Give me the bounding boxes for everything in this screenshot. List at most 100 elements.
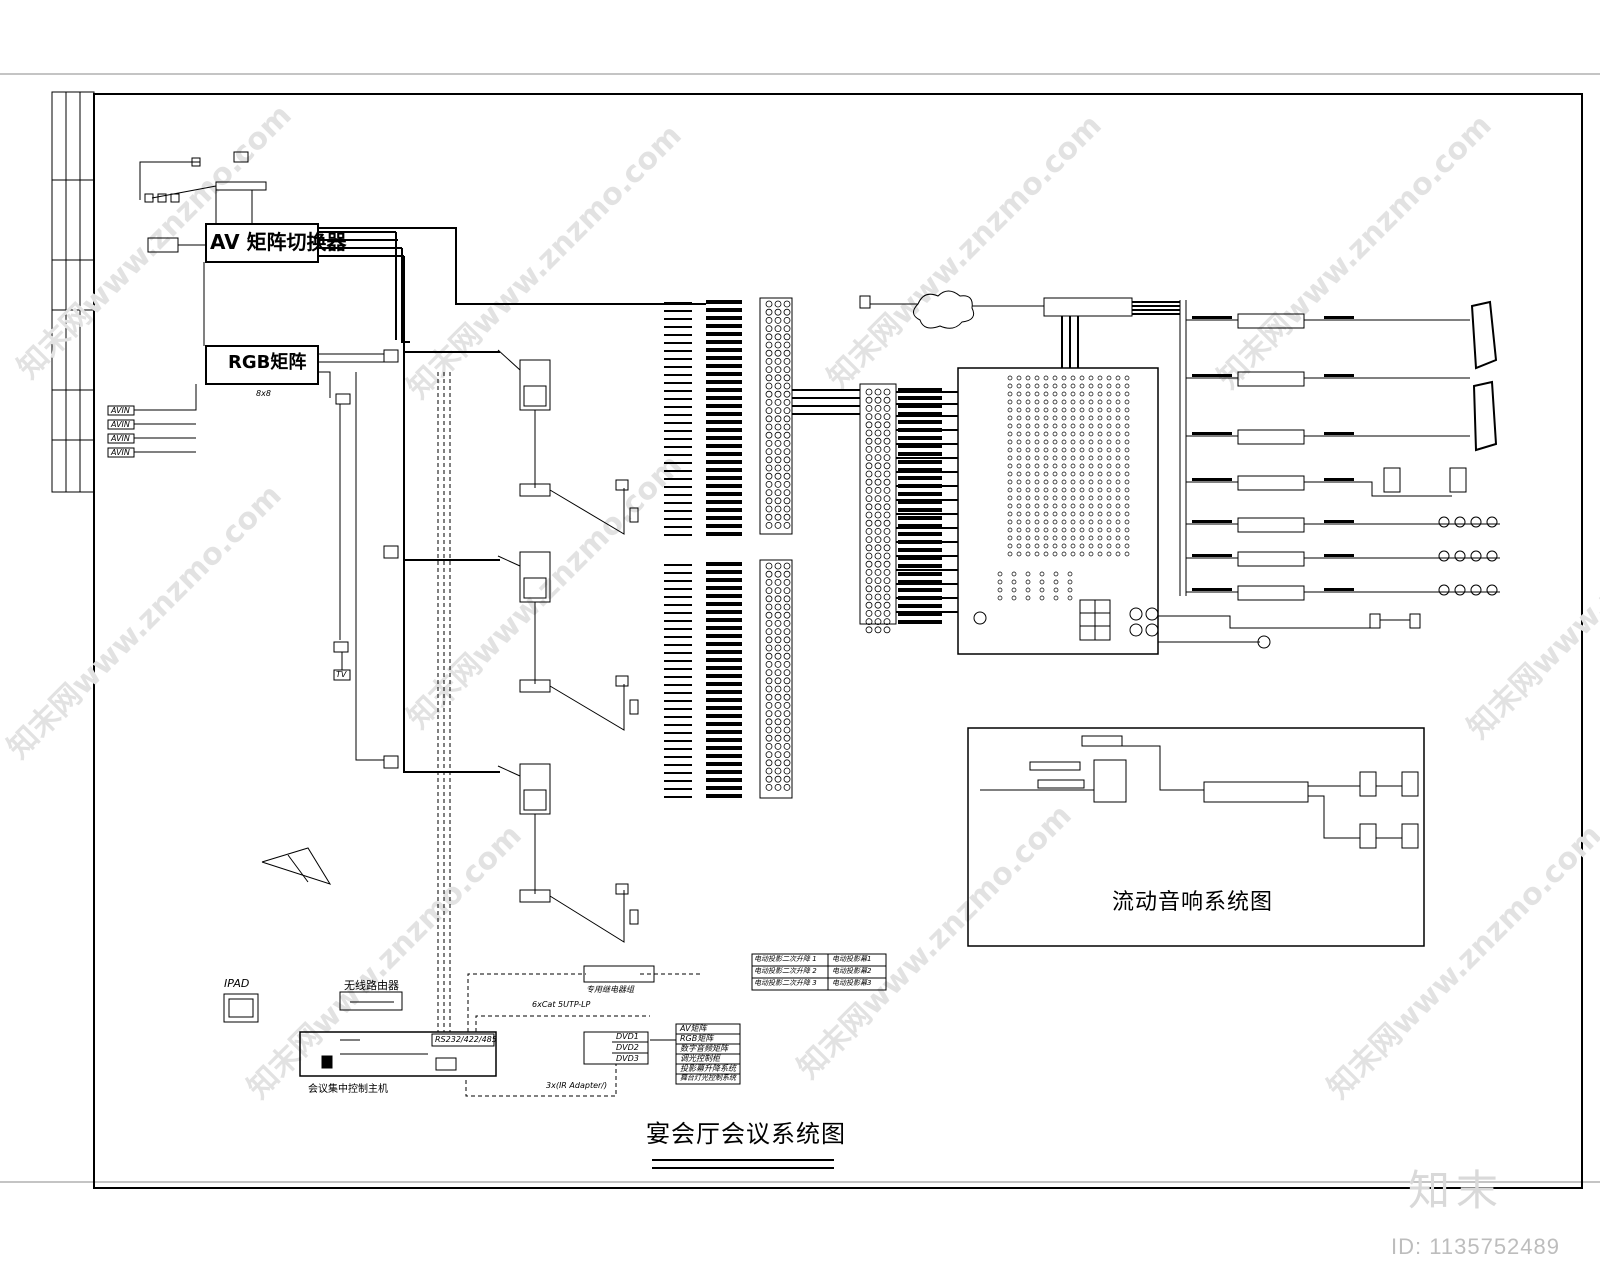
console-knob <box>1025 447 1031 453</box>
console-knob <box>1016 519 1022 525</box>
console-knob <box>1061 551 1067 557</box>
amp-label-bar <box>1192 432 1232 435</box>
console-knob <box>1016 375 1022 381</box>
console-knob <box>1061 455 1067 461</box>
console-knob <box>1070 511 1076 517</box>
console-knob <box>1070 471 1076 477</box>
console-knob <box>1043 463 1049 469</box>
input-label-bar <box>706 570 742 574</box>
patch-jack <box>883 552 891 560</box>
patch-jack <box>765 325 773 333</box>
console-knob <box>1016 439 1022 445</box>
patch-jack <box>765 308 773 316</box>
console-knob <box>1115 447 1121 453</box>
patch-jack <box>883 560 891 568</box>
patch-jack <box>783 767 791 775</box>
console-knob <box>1016 479 1022 485</box>
input-label-bar <box>706 626 742 630</box>
patch-jack <box>865 593 873 601</box>
console-knob <box>1016 431 1022 437</box>
output-label-bar <box>898 404 942 408</box>
input-label-bar <box>664 780 692 782</box>
console-knob <box>1106 479 1112 485</box>
console-knob <box>1070 447 1076 453</box>
console-knob <box>1034 391 1040 397</box>
console-knob <box>1115 551 1121 557</box>
console-knob <box>1052 455 1058 461</box>
console-knob <box>1061 543 1067 549</box>
patch-jack <box>765 784 773 791</box>
input-label-bar <box>706 428 742 432</box>
patch-jack <box>774 579 782 586</box>
console-knob <box>1052 383 1058 389</box>
patch-jack <box>883 413 891 421</box>
console-knob <box>1124 439 1130 445</box>
console-knob <box>1106 463 1112 469</box>
console-knob <box>1106 495 1112 501</box>
console-knob <box>1016 391 1022 397</box>
console-knob <box>1061 423 1067 429</box>
console-knob <box>1124 455 1130 461</box>
relay-label: 专用继电器组 <box>586 985 634 994</box>
patch-jack <box>783 562 791 570</box>
screen-table-cell: 电动投影二次升降 2 <box>754 967 817 975</box>
console-knob <box>1052 511 1058 517</box>
screen-table-cell: 电动投影幕2 <box>832 967 872 975</box>
patch-jack <box>883 388 891 396</box>
console-knob <box>1052 527 1058 533</box>
input-label-bar <box>706 364 742 368</box>
input-label-bar <box>664 326 692 328</box>
console-knob <box>1007 463 1013 469</box>
console-knob <box>1106 407 1112 413</box>
patch-jack <box>783 489 791 497</box>
input-label-bar <box>664 518 692 520</box>
console-knob <box>1067 595 1073 601</box>
svg-text:知末网www.znzmo.com: 知末网www.znzmo.com <box>241 818 529 1106</box>
input-label-bar <box>664 772 692 774</box>
console-knob <box>1007 487 1013 493</box>
console-knob <box>1115 463 1121 469</box>
patch-jack <box>783 390 791 398</box>
console-knob <box>997 587 1003 593</box>
console-knob <box>1088 479 1094 485</box>
input-label-bar <box>664 748 692 750</box>
console-knob <box>1025 543 1031 549</box>
svg-text:知末网www.znzmo.com: 知末网www.znzmo.com <box>1 478 289 766</box>
console-knob <box>1016 487 1022 493</box>
console-knob <box>1088 511 1094 517</box>
console-knob <box>1011 571 1017 577</box>
console-knob <box>1124 519 1130 525</box>
console-knob <box>1124 543 1130 549</box>
console-knob <box>1007 455 1013 461</box>
console-knob <box>1025 519 1031 525</box>
console-knob <box>1070 551 1076 557</box>
console-knob <box>1061 511 1067 517</box>
input-label-bar <box>664 510 692 512</box>
console-knob <box>1079 431 1085 437</box>
patch-jack <box>765 316 773 324</box>
console-knob <box>1025 471 1031 477</box>
patch-jack <box>765 513 773 521</box>
patch-jack <box>774 341 782 349</box>
patch-jack <box>783 448 791 456</box>
output-label-bar <box>898 564 942 568</box>
patch-jack <box>765 743 773 750</box>
patch-jack <box>765 300 773 308</box>
patch-jack <box>774 751 782 758</box>
console-knob <box>1052 543 1058 549</box>
input-label-bar <box>664 652 692 654</box>
console-knob <box>1034 431 1040 437</box>
console-knob <box>1115 527 1121 533</box>
console-knob <box>1067 587 1073 593</box>
avin-label-2: AVIN <box>111 420 130 429</box>
patch-jack <box>783 464 791 472</box>
patch-jack <box>765 570 773 578</box>
controller-port-label: RS232/422/485 <box>435 1035 497 1044</box>
input-label-bar <box>706 658 742 662</box>
console-knob <box>1025 587 1031 593</box>
patch-jack <box>783 472 791 480</box>
console-knob <box>1034 375 1040 381</box>
console-knob <box>1043 407 1049 413</box>
console-knob <box>1097 439 1103 445</box>
input-label-bar <box>664 318 692 320</box>
